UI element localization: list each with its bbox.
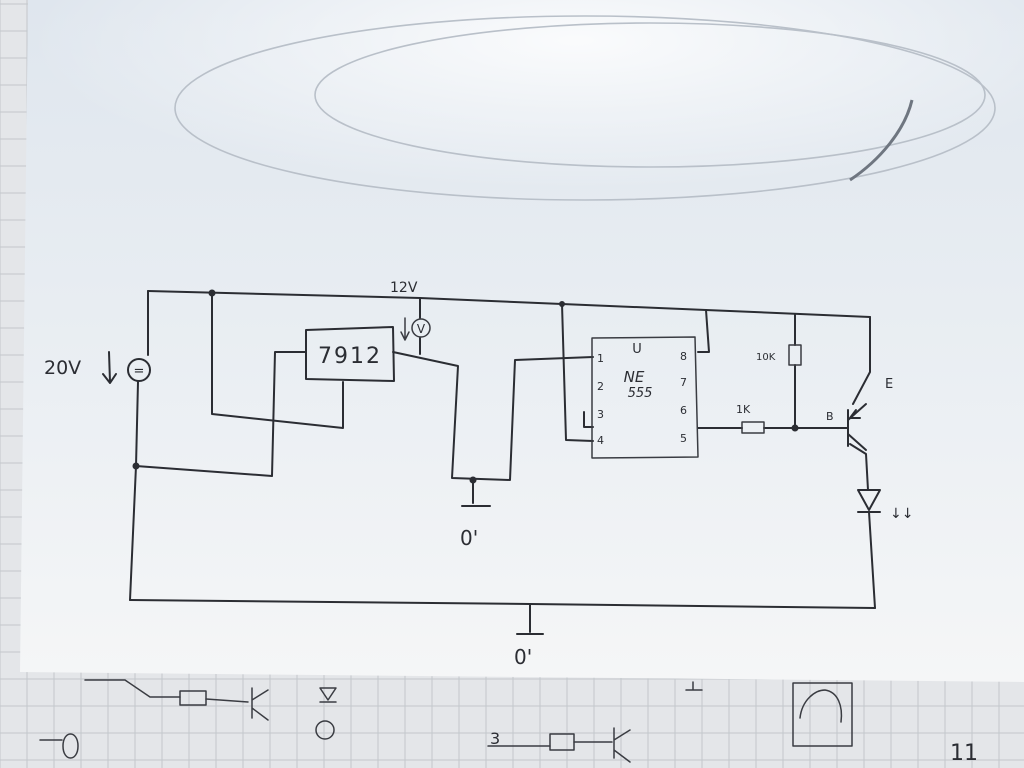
ne555-timer-ic: U NE 555 1 2 3 4 8 7 6 5	[591, 336, 699, 459]
pin-2-label: 2	[597, 380, 604, 393]
resistor-10k-label: 10K	[756, 352, 776, 363]
resistor-10k	[788, 344, 802, 366]
pin-4-label: 4	[597, 434, 604, 447]
wires	[129, 290, 876, 635]
pin-8-label: 8	[680, 350, 687, 363]
pencil-scribble	[849, 99, 914, 182]
voltage-source-symbol: =	[127, 358, 151, 382]
emitter-label: E	[885, 377, 893, 392]
led-symbol	[857, 489, 881, 513]
rail-voltage-label: 12V	[390, 280, 418, 296]
transistor-symbol	[847, 403, 867, 451]
pencil-ellipse-outer	[174, 15, 996, 201]
ground-label-inner: 0'	[460, 526, 478, 550]
source-symbol: =	[134, 364, 145, 379]
resistor-1k-label: 1K	[736, 403, 751, 416]
meter-arrow-icon	[400, 317, 410, 341]
voltmeter-symbol	[411, 318, 431, 338]
ground-label-outer: 0'	[514, 645, 532, 669]
pin-6-label: 6	[680, 404, 687, 417]
pin-5-label: 5	[680, 432, 687, 445]
lower-label-3: 3	[490, 729, 500, 748]
source-voltage-label: 20V	[44, 357, 81, 379]
junction-dots	[132, 289, 799, 484]
led-arrows: ↓↓	[890, 506, 913, 522]
ic-number: 555	[628, 386, 653, 401]
ic-name: NE	[624, 368, 645, 386]
pin-3-label: 3	[597, 408, 604, 421]
page-number: 11	[950, 741, 978, 766]
voltmeter-letter: V	[417, 322, 426, 336]
pencil-ellipse-inner	[314, 22, 986, 168]
pin-7-label: 7	[680, 376, 687, 389]
paper-sheet	[20, 0, 1024, 682]
base-label: B	[826, 410, 834, 423]
resistor-1k	[741, 421, 765, 434]
lower-sheet-sketch	[39, 679, 853, 763]
pin-1-label: 1	[597, 352, 604, 365]
regulator-label: 7912	[318, 344, 382, 369]
source-arrow-icon	[102, 351, 117, 384]
voltage-regulator-7912: 7912	[305, 326, 395, 382]
ic-notch-mark: U	[632, 342, 642, 357]
